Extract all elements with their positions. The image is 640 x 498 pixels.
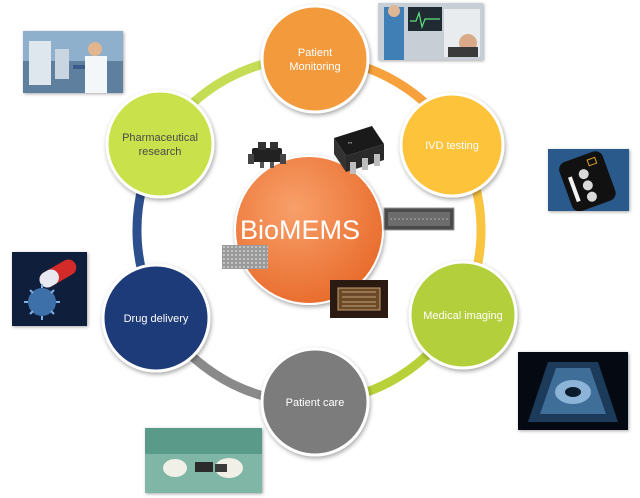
chip-package-icon: ▪▪▪ bbox=[334, 126, 384, 174]
node-patient-care: Patient care bbox=[260, 347, 370, 457]
node-drug-delivery: Drug delivery bbox=[101, 263, 211, 373]
drug-capsule-virus-photo bbox=[12, 252, 87, 326]
ultrasound-image-photo bbox=[518, 352, 628, 430]
center-label: BioMEMS bbox=[240, 215, 360, 245]
center-circle bbox=[234, 155, 384, 305]
node-patient-monitoring: Patient Monitoring bbox=[260, 4, 370, 114]
microfluidic-chip-icon bbox=[330, 280, 388, 318]
node-label-line-1: Patient care bbox=[286, 397, 345, 409]
node-label-line-2: research bbox=[139, 146, 182, 158]
node-circle bbox=[260, 4, 370, 114]
patient-monitor-photo bbox=[378, 3, 483, 60]
node-circle bbox=[260, 347, 370, 457]
node-circle bbox=[399, 92, 505, 198]
node-ivd-testing: IVD testing bbox=[399, 92, 505, 198]
node-label-line-1: Patient bbox=[298, 47, 332, 59]
micro-textured-surface-icon bbox=[222, 245, 268, 269]
ivd-test-cartridge-photo bbox=[548, 149, 629, 211]
node-pharmaceutical-research: Pharmaceutical research bbox=[105, 89, 215, 199]
node-medical-imaging: Medical imaging bbox=[408, 260, 518, 370]
node-label-line-1: Medical imaging bbox=[423, 310, 502, 322]
svg-text:▪▪▪: ▪▪▪ bbox=[348, 140, 353, 145]
node-label-line-1: Drug delivery bbox=[124, 313, 189, 325]
node-label-line-1: IVD testing bbox=[425, 140, 479, 152]
node-label-line-1: Pharmaceutical bbox=[122, 132, 198, 144]
node-circle bbox=[105, 89, 215, 199]
lab-researcher-photo bbox=[23, 31, 123, 93]
center-node: BioMEMS bbox=[234, 155, 384, 305]
node-circle bbox=[101, 263, 211, 373]
surgeons-handling-device-photo bbox=[145, 428, 262, 493]
mems-sensor-icon bbox=[248, 142, 286, 168]
microchip-array-icon bbox=[383, 207, 455, 231]
node-label-line-2: Monitoring bbox=[289, 61, 340, 73]
node-circle bbox=[408, 260, 518, 370]
